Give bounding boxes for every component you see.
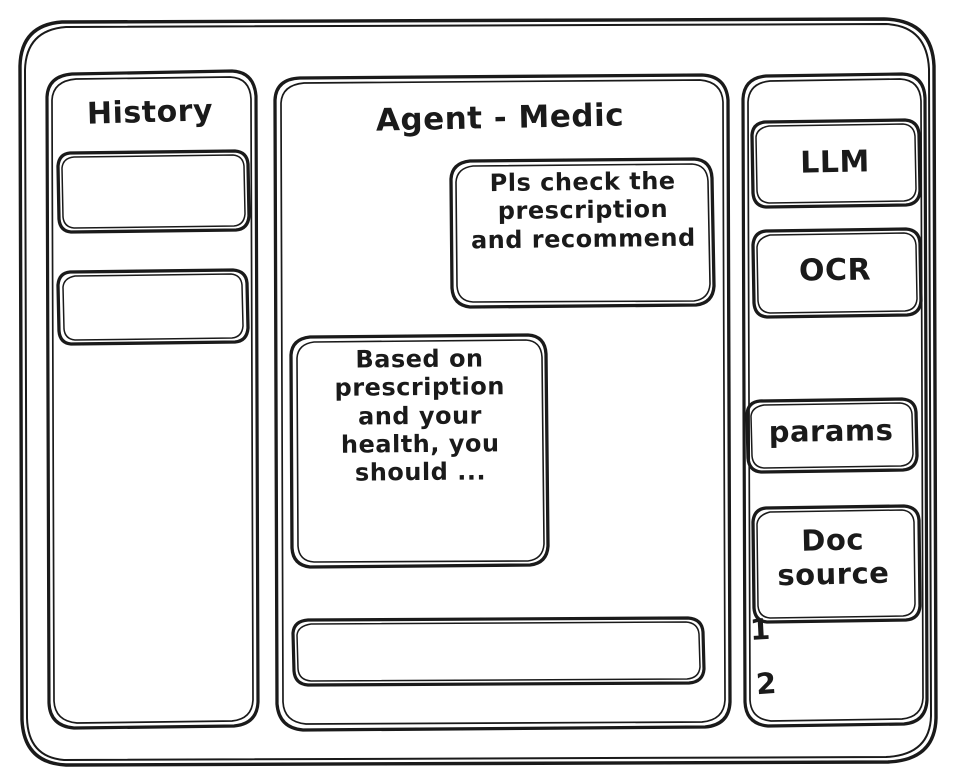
- params-button[interactable]: [747, 399, 917, 472]
- history-item-1[interactable]: [58, 151, 250, 232]
- message-input[interactable]: [293, 618, 704, 685]
- doc-source-button[interactable]: [753, 506, 920, 622]
- llm-button[interactable]: [752, 120, 920, 207]
- ocr-button[interactable]: [753, 229, 921, 317]
- history-item-2[interactable]: [58, 270, 248, 344]
- assistant-message-bubble: [291, 335, 548, 567]
- user-message-bubble: [451, 159, 714, 307]
